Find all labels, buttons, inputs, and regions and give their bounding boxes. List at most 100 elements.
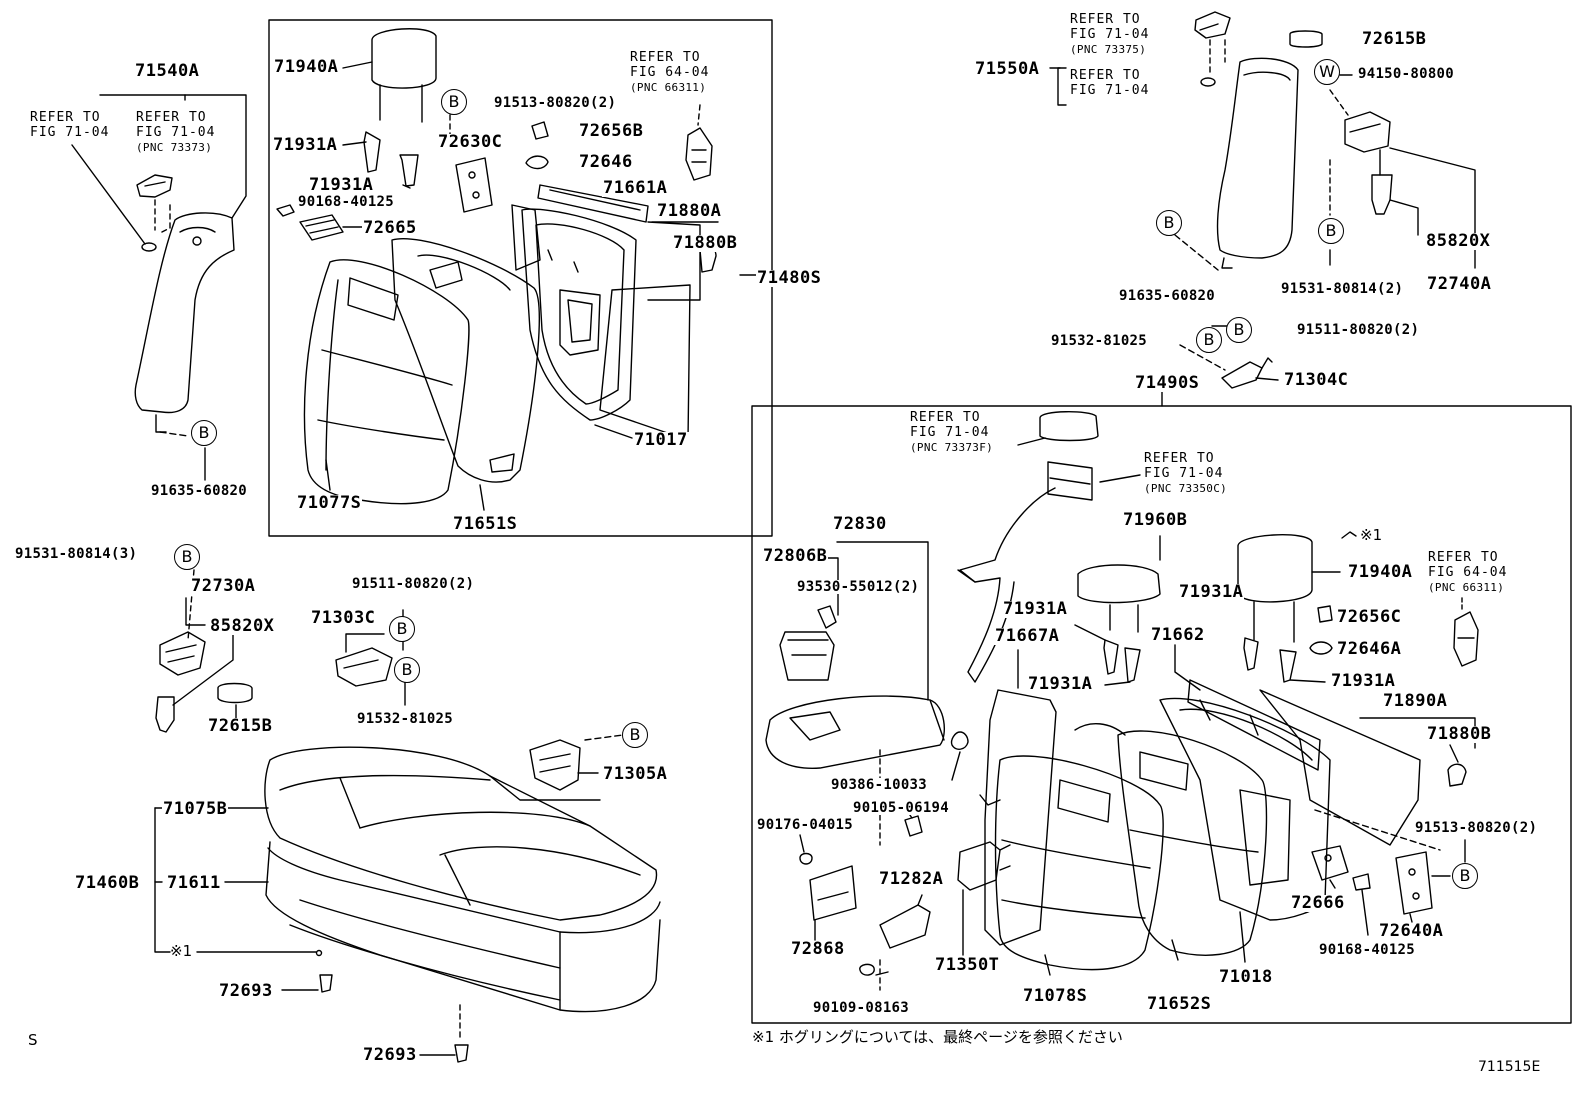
part-label-90386-10033: 90386-10033 (830, 777, 929, 793)
armrest-72830 (765, 695, 946, 769)
part-label-71931a-top: 71931A (272, 135, 339, 155)
part-label-72740a: 72740A (1426, 274, 1493, 294)
refer-pnc: (PNC 73373F) (910, 441, 994, 454)
bolt-90105 (904, 815, 923, 837)
part-label-71018: 71018 (1218, 967, 1274, 987)
strip-71661a (537, 184, 649, 223)
refer-callout-7: REFER TO FIG 71-04 (PNC 73350C) (1144, 451, 1227, 496)
part-label-71960b: 71960B (1122, 510, 1189, 530)
hog-ring-note-right: ※1 (1360, 526, 1383, 544)
diagram-id: 711515E (1478, 1059, 1541, 1075)
clip-72693-a (319, 974, 333, 993)
part-label-72666: 72666 (1290, 893, 1346, 913)
refer-text: REFER TO (1144, 451, 1215, 466)
buckle-85820x-left (155, 696, 175, 733)
bolt-90168-right (1352, 873, 1371, 891)
part-label-71931a-bottom-1: 71931A (1002, 599, 1069, 619)
side-armrest-right (1216, 57, 1299, 269)
refer-figure: FIG 71-04 (136, 125, 216, 140)
refer-callout-3: REFER TO FIG 64-04 (PNC 66311) (630, 50, 709, 95)
lock-ref-66311-b (1453, 611, 1479, 667)
part-label-71480s: 71480S (756, 268, 823, 288)
refer-pnc: (PNC 66311) (1428, 581, 1505, 594)
seat-cushion-pad-71611 (265, 841, 661, 1013)
part-label-71661a: 71661A (602, 178, 669, 198)
headrest-71940a-top (371, 28, 437, 123)
part-label-91532-81025-left: 91532-81025 (356, 711, 455, 727)
part-label-71931a-bottom-3: 71931A (1178, 582, 1245, 602)
part-label-85820x-top: 85820X (1425, 231, 1492, 251)
badge-b-71304c-b: B (1226, 317, 1252, 343)
frame-71017 (521, 208, 637, 421)
part-label-90168-40125-right: 90168-40125 (1318, 942, 1417, 958)
part-label-72615b-top: 72615B (1361, 29, 1428, 49)
side-armrest-left (134, 212, 235, 433)
buckle-85820x (1371, 174, 1393, 215)
refer-figure: FIG 71-04 (1144, 466, 1224, 481)
part-label-71662: 71662 (1150, 625, 1206, 645)
badge-b-left-buckle: B (174, 544, 200, 570)
cap-72656c (1317, 605, 1333, 623)
badge-b-bottom-right: B (1452, 863, 1478, 889)
nut-90176 (799, 852, 813, 865)
cap-72656b (531, 121, 549, 140)
part-label-71490s: 71490S (1134, 373, 1201, 393)
part-label-71667a: 71667A (994, 626, 1061, 646)
badge-b-top-middle: B (441, 89, 467, 115)
leader-71540a (99, 94, 247, 219)
refer-text: REFER TO (30, 110, 101, 125)
bolt-90386 (950, 731, 969, 750)
refer-figure: FIG 71-04 (30, 125, 110, 140)
lock-72630c (455, 157, 493, 213)
cupholder-72806b (779, 631, 835, 681)
trim-73373f (1039, 411, 1099, 442)
seatback-71651s (391, 238, 540, 483)
part-label-71075b: 71075B (162, 799, 229, 819)
refer-callout-5: REFER TO FIG 71-04 (1070, 68, 1149, 98)
part-label-91635-60820-left: 91635-60820 (150, 483, 249, 499)
refer-text: REFER TO (630, 50, 701, 65)
badge-b-71305a: B (622, 722, 648, 748)
part-label-72730a: 72730A (190, 576, 257, 596)
clip-73373 (136, 174, 173, 198)
part-label-71017: 71017 (633, 430, 689, 450)
part-label-93530-55012: 93530-55012(2) (796, 579, 921, 595)
part-label-71611: 71611 (166, 873, 222, 893)
part-label-71550a: 71550A (974, 59, 1041, 79)
guide-71931a-a (1103, 639, 1119, 675)
refer-callout-6: REFER TO FIG 71-04 (PNC 73373F) (910, 410, 993, 455)
refer-callout-1: REFER TO FIG 71-04 (30, 110, 109, 140)
part-label-85820x-left: 85820X (209, 616, 276, 636)
part-label-72656b: 72656B (578, 121, 645, 141)
part-label-91511-80820-top: 91511-80820(2) (1296, 322, 1421, 338)
part-label-71931a-bottom-4: 71931A (1330, 671, 1397, 691)
seatbelt-strap (959, 487, 1056, 683)
part-label-71880b-top: 71880B (672, 233, 739, 253)
leader-71550a (1057, 67, 1067, 106)
part-label-90105-06194: 90105-06194 (852, 800, 951, 816)
part-label-71890a: 71890A (1382, 691, 1449, 711)
seatback-71078s (994, 755, 1164, 971)
lock-72666 (1311, 845, 1349, 881)
part-label-71077s: 71077S (296, 493, 363, 513)
part-label-72868: 72868 (790, 939, 846, 959)
part-label-71931a-top-2: 71931A (308, 175, 375, 195)
part-label-71931a-bottom-2: 71931A (1027, 674, 1094, 694)
part-label-91511-80820-left: 91511-80820(2) (351, 576, 476, 592)
hog-ring-note-left: ※1 (170, 942, 193, 960)
part-label-71078s: 71078S (1022, 986, 1089, 1006)
part-label-72656c: 72656C (1336, 607, 1403, 627)
strip-71662 (1187, 679, 1321, 771)
refer-callout-2: REFER TO FIG 71-04 (PNC 73373) (136, 110, 215, 155)
part-label-71880a: 71880A (656, 201, 723, 221)
part-label-72665: 72665 (362, 218, 418, 238)
bolster-71667a (984, 689, 1057, 946)
part-label-91532-81025-top: 91532-81025 (1050, 333, 1149, 349)
screw-90168 (276, 204, 295, 217)
part-label-72646a: 72646A (1336, 639, 1403, 659)
refer-pnc: (PNC 73373) (136, 141, 213, 154)
part-label-91531-80814-3: 91531-80814(3) (14, 546, 139, 562)
clip-73375 (1194, 11, 1231, 39)
